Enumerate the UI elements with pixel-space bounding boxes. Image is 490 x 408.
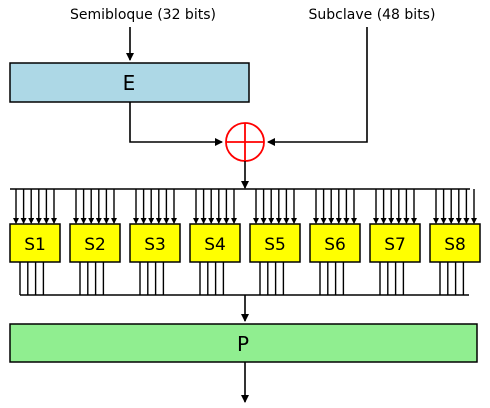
subkey-label: Subclave (48 bits)	[309, 7, 436, 23]
sbox-label: S2	[84, 235, 106, 255]
sbox-8: S8	[429, 189, 481, 295]
permutation-label: P	[237, 332, 249, 356]
sbox-7: S7	[369, 189, 421, 295]
half-block-label: Semibloque (32 bits)	[70, 7, 216, 23]
sbox-2: S2	[69, 189, 121, 295]
sbox-label: S4	[204, 235, 226, 255]
sbox-layer: S1 S2 S3 S4 S5 S6 S7 S8	[9, 189, 481, 295]
sbox-6: S6	[309, 189, 361, 295]
sbox-rect	[249, 223, 301, 263]
sbox-rect	[69, 223, 121, 263]
expansion-to-xor-arrow	[129, 102, 223, 146]
sbox-label: S7	[384, 235, 406, 255]
sbox-3: S3	[129, 189, 181, 295]
sbox-label: S1	[24, 235, 46, 255]
sbox-label: S3	[144, 235, 166, 255]
sbox-label: S8	[444, 235, 466, 255]
expansion-label: E	[123, 71, 136, 95]
sbox-label: S5	[264, 235, 286, 255]
sbox-1: S1	[9, 189, 61, 295]
xor-icon	[225, 122, 265, 162]
sbox-4: S4	[189, 189, 241, 295]
permutation-box: P	[9, 323, 478, 363]
sbox-label: S6	[324, 235, 346, 255]
subkey-to-xor-arrow	[267, 27, 368, 146]
sbox-rect	[369, 223, 421, 263]
sbox-rect	[309, 223, 361, 263]
sbox-5: S5	[249, 189, 301, 295]
sbox-rect	[9, 223, 61, 263]
expansion-box: E	[9, 62, 250, 103]
